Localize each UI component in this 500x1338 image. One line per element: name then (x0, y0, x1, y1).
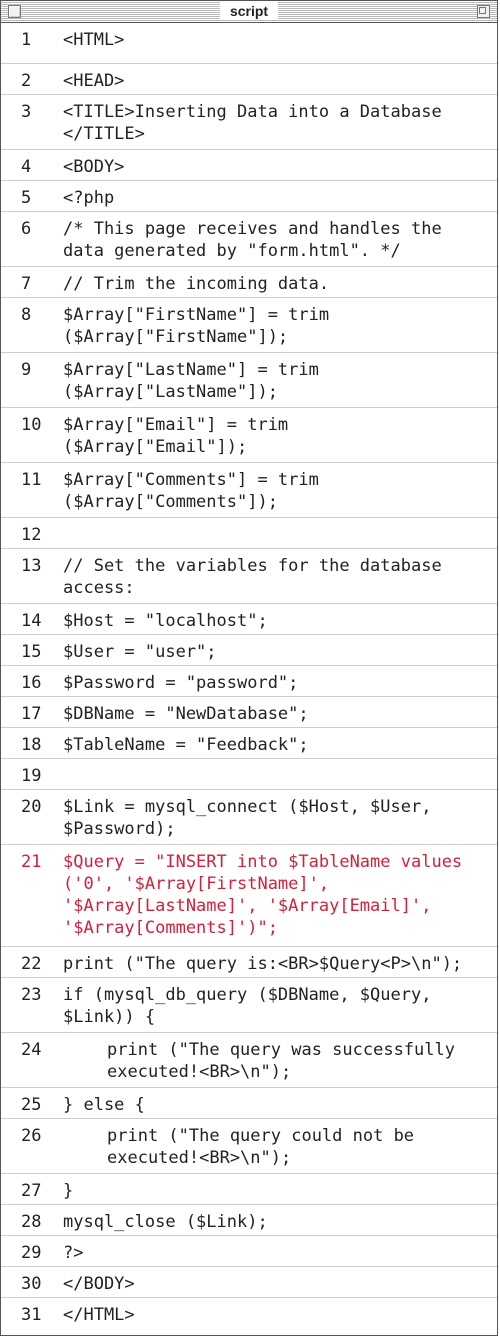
code-line: 4 <BODY> (1, 150, 497, 181)
code-line: 16 $Password = "password"; (1, 666, 497, 697)
code-line: 11 $Array["Comments"] = trim ($Array["Com… (1, 463, 497, 518)
close-box-icon[interactable] (8, 5, 21, 18)
line-number: 22 (21, 954, 42, 974)
line-text: </BODY> (63, 1274, 135, 1294)
line-number: 4 (21, 157, 32, 177)
code-line: 27} (1, 1174, 497, 1205)
line-number: 3 (21, 102, 32, 122)
code-listing: 1 <HTML> 2 <HEAD> 3 <TITLE>Inserting Data i… (1, 23, 497, 1329)
line-text: $Array["LastName"] = trim ($Array["LastN… (63, 360, 319, 402)
line-text: $Host = "localhost"; (63, 611, 268, 631)
code-line: 31 </HTML> (1, 1298, 497, 1329)
code-line: 25 } else { (1, 1088, 497, 1119)
line-text: /* This page receives and handles the da… (63, 219, 442, 261)
code-line: 6 /* This page receives and handles the d… (1, 212, 497, 267)
line-number: 21 (21, 852, 42, 872)
code-line: 13 // Set the variables for the database … (1, 549, 497, 604)
line-text: $Link = mysql_connect ($Host, $User, $Pa… (63, 797, 432, 839)
line-number: 18 (21, 735, 42, 755)
line-number: 8 (21, 305, 32, 325)
line-text: $TableName = "Feedback"; (63, 735, 309, 755)
code-line: 26 print ("The query could not be execute… (1, 1119, 497, 1174)
line-number: 10 (21, 415, 42, 435)
line-number: 19 (21, 766, 42, 786)
line-number: 23 (21, 985, 42, 1005)
line-text: mysql_close ($Link); (63, 1212, 268, 1232)
code-line-highlighted: 21 $Query = "INSERT into $TableName value… (1, 845, 497, 947)
line-text: } else { (63, 1095, 145, 1115)
line-number: 6 (21, 219, 32, 239)
line-number: 16 (21, 673, 42, 693)
line-number: 15 (21, 642, 42, 662)
line-text: if (mysql_db_query ($DBName, $Query, $Li… (63, 985, 432, 1027)
line-text: } (63, 1181, 74, 1201)
line-text: $Array["Comments"] = trim ($Array["Comme… (63, 470, 319, 512)
line-text: <?php (63, 188, 115, 208)
line-number: 14 (21, 611, 42, 631)
line-number: 9 (21, 360, 32, 380)
code-line: 1 <HTML> (1, 23, 497, 64)
line-number: 27 (21, 1181, 42, 1201)
code-line: 14 $Host = "localhost"; (1, 604, 497, 635)
code-line: 5 <?php (1, 181, 497, 212)
code-line: 15 $User = "user"; (1, 635, 497, 666)
title-bar[interactable]: script (1, 1, 497, 23)
line-number: 26 (21, 1126, 42, 1146)
line-text: </HTML> (63, 1305, 135, 1325)
line-number: 20 (21, 797, 42, 817)
line-number: 30 (21, 1274, 42, 1294)
line-number: 1 (21, 30, 32, 50)
line-text: // Set the variables for the database ac… (63, 556, 442, 598)
line-number: 25 (21, 1095, 42, 1115)
code-line: 24 print ("The query was successfully exe… (1, 1033, 497, 1088)
code-line: 3 <TITLE>Inserting Data into a Database <… (1, 95, 497, 150)
code-line: 9 $Array["LastName"] = trim ($Array["Last… (1, 353, 497, 408)
code-line: 28 mysql_close ($Link); (1, 1205, 497, 1236)
line-text: $Array["Email"] = trim ($Array["Email"])… (63, 415, 289, 457)
line-number: 2 (21, 71, 32, 91)
code-line: 2 <HEAD> (1, 64, 497, 95)
line-number: 11 (21, 470, 42, 490)
line-text: <BODY> (63, 157, 125, 177)
line-number: 13 (21, 556, 42, 576)
line-text: $Array["FirstName"] = trim ($Array["Firs… (63, 305, 330, 347)
line-number: 12 (21, 525, 42, 545)
code-line: 20 $Link = mysql_connect ($Host, $User, $… (1, 790, 497, 845)
code-line: 30 </BODY> (1, 1267, 497, 1298)
code-line: 17 $DBName = "NewDatabase"; (1, 697, 497, 728)
zoom-box-icon[interactable] (477, 5, 490, 18)
code-line: 19 (1, 759, 497, 790)
code-line: 10 $Array["Email"] = trim ($Array["Email"… (1, 408, 497, 463)
line-text: print ("The query is:<BR>$Query<P>\n"); (63, 954, 463, 974)
code-line: 18 $TableName = "Feedback"; (1, 728, 497, 759)
line-number: 17 (21, 704, 42, 724)
code-line: 12 (1, 518, 497, 549)
code-line: 8 $Array["FirstName"] = trim ($Array["Fir… (1, 298, 497, 353)
line-number: 7 (21, 274, 32, 294)
code-line: 7 // Trim the incoming data. (1, 267, 497, 298)
code-line: 29 ?> (1, 1236, 497, 1267)
line-text: $Password = "password"; (63, 673, 299, 693)
line-text: print ("The query could not be executed!… (107, 1126, 415, 1168)
code-line: 23 if (mysql_db_query ($DBName, $Query, $… (1, 978, 497, 1033)
line-text: <TITLE>Inserting Data into a Database </… (63, 102, 442, 144)
line-text: ?> (63, 1243, 84, 1263)
line-text: // Trim the incoming data. (63, 274, 330, 294)
line-text: <HTML> (63, 30, 125, 50)
line-text: $Query = "INSERT into $TableName values … (63, 852, 463, 938)
line-text: $DBName = "NewDatabase"; (63, 704, 309, 724)
line-number: 24 (21, 1040, 42, 1060)
line-text: $User = "user"; (63, 642, 217, 662)
line-number: 29 (21, 1243, 42, 1263)
line-number: 28 (21, 1212, 42, 1232)
line-number: 31 (21, 1305, 42, 1325)
line-text: <HEAD> (63, 71, 125, 91)
code-line: 22 print ("The query is:<BR>$Query<P>\n")… (1, 947, 497, 978)
line-number: 5 (21, 188, 32, 208)
line-text: print ("The query was successfully execu… (107, 1040, 455, 1082)
window-title: script (219, 2, 279, 20)
